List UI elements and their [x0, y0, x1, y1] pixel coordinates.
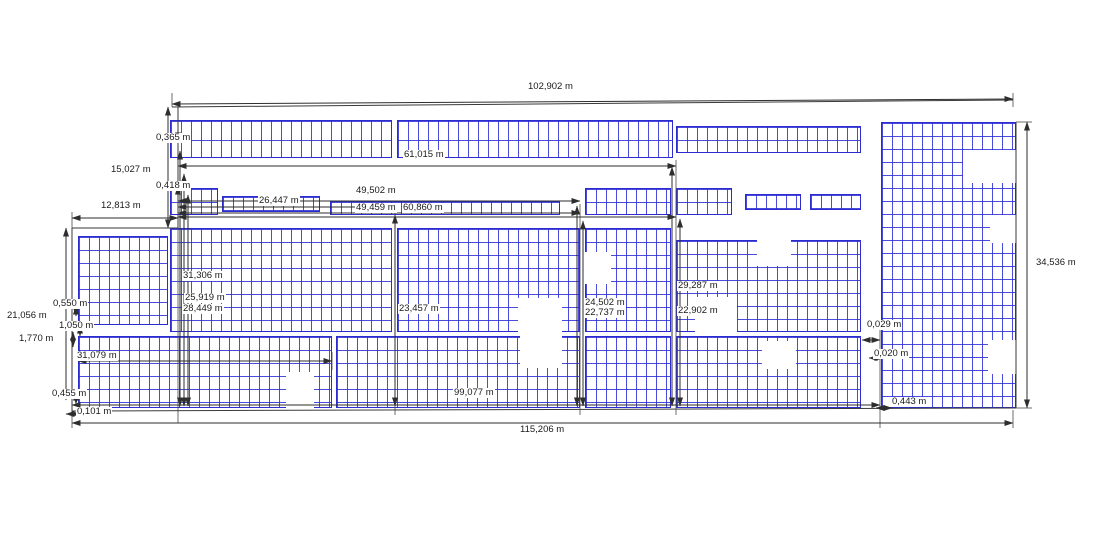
- panel-array: [676, 126, 861, 153]
- array-gap: [757, 240, 791, 266]
- panel-array: [810, 194, 861, 210]
- dim-label-1770: 1,770 m: [18, 333, 55, 345]
- dim-label-29287: 29,287 m: [677, 280, 719, 292]
- panel-array: [170, 188, 218, 215]
- dim-label-31079: 31,079 m: [76, 350, 118, 362]
- dim-label-22902: 22,902 m: [677, 305, 719, 317]
- panel-array: [170, 120, 392, 158]
- array-gap: [988, 340, 1016, 374]
- array-gap: [518, 298, 562, 332]
- dim-label-25919: 25,919 m: [184, 292, 226, 304]
- dim-label-overall-bottom-width: 115,206 m: [519, 424, 566, 436]
- dim-label-0443: 0,443 m: [891, 396, 928, 408]
- dim-label-31306: 31,306 m: [182, 270, 224, 282]
- array-gap: [585, 252, 611, 284]
- panel-array: [676, 188, 732, 215]
- dim-label-49459: 49,459 m: [355, 202, 397, 214]
- dim-label-1050: 1,050 m: [58, 320, 95, 332]
- dim-label-0020: 0,020 m: [873, 348, 910, 360]
- dim-label-0101: 0,101 m: [76, 406, 113, 418]
- panel-array: [745, 194, 801, 210]
- dim-label-61015: 61,015 m: [403, 149, 445, 161]
- dim-label-12813: 12,813 m: [100, 200, 142, 212]
- dim-label-0455: 0,455 m: [51, 388, 88, 400]
- array-gap: [520, 336, 562, 368]
- dim-label-21056: 21,056 m: [6, 310, 48, 322]
- array-gap: [963, 150, 1016, 183]
- dim-label-0365: 0,365 m: [155, 132, 192, 144]
- dim-label-49502: 49,502 m: [355, 185, 397, 197]
- dim-label-0029: 0,029 m: [866, 319, 903, 331]
- dim-label-99077: 99,077 m: [453, 387, 495, 399]
- array-gap: [286, 372, 314, 408]
- panel-array: [585, 188, 671, 215]
- array-gap: [990, 215, 1016, 243]
- array-gap: [762, 341, 796, 369]
- dim-label-60860: 60,860 m: [402, 202, 444, 214]
- dim-label-24502: 24,502 m: [584, 297, 626, 309]
- panel-array: [585, 336, 671, 408]
- dim-label-23457: 23,457 m: [398, 303, 440, 315]
- panel-array: [78, 236, 168, 325]
- dim-label-15027: 15,027 m: [110, 164, 152, 176]
- dim-label-overall-right-height: 34,536 m: [1035, 257, 1077, 269]
- dim-label-overall-top-width: 102,902 m: [527, 81, 574, 93]
- dim-label-26447: 26,447 m: [258, 195, 300, 207]
- dim-label-0550: 0,550 m: [52, 298, 89, 310]
- dim-label-0418: 0,418 m: [155, 180, 192, 192]
- dim-label-28449: 28,449 m: [182, 303, 224, 315]
- dim-label-22737: 22,737 m: [584, 307, 626, 319]
